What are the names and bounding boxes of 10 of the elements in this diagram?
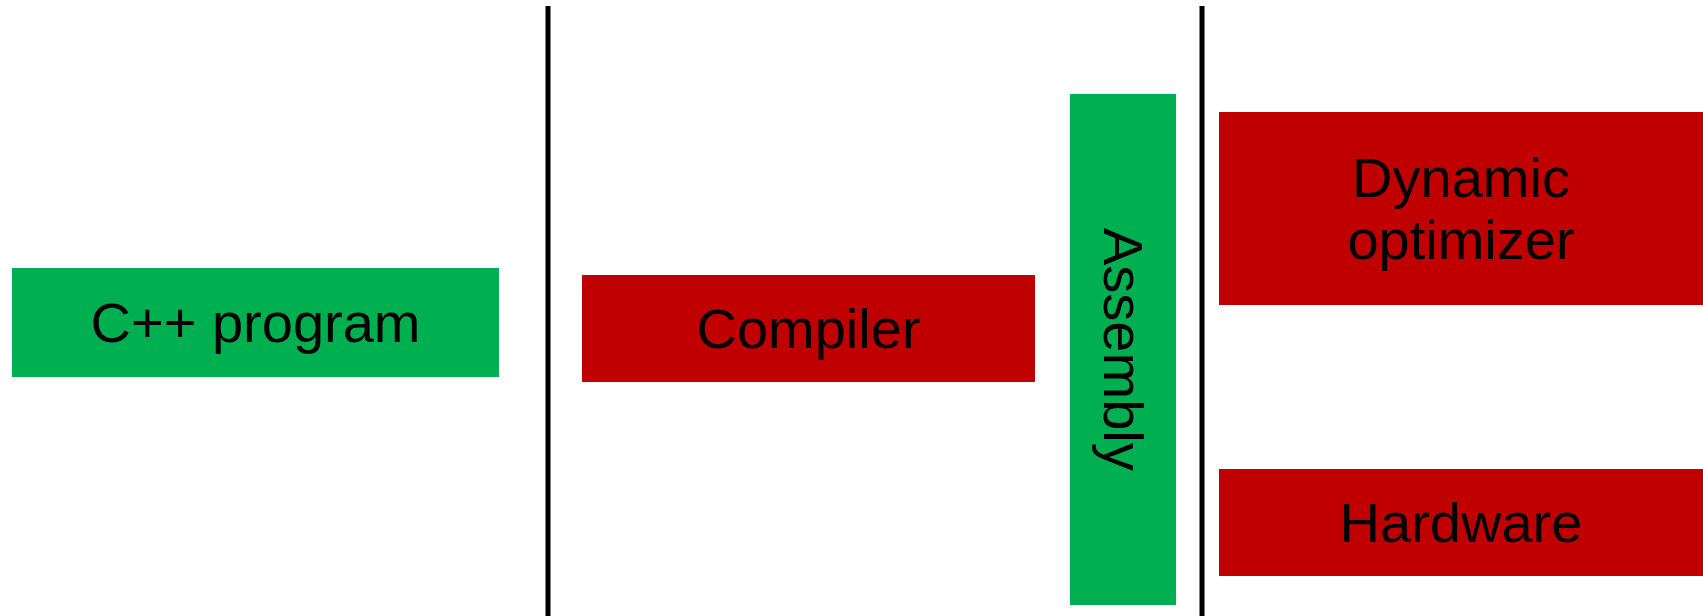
box-label: C++ program xyxy=(90,291,421,354)
program-box xyxy=(12,268,499,377)
box-label: Compiler xyxy=(696,297,921,360)
box-label: Hardware xyxy=(1339,491,1583,554)
assembly-bar xyxy=(1070,94,1176,605)
hardware-box xyxy=(1219,469,1703,576)
compiler-box xyxy=(582,275,1035,382)
box-label: Dynamic optimizer xyxy=(1346,146,1576,271)
optimizer-box xyxy=(1219,112,1703,305)
box-label: Assembly xyxy=(1092,228,1154,471)
